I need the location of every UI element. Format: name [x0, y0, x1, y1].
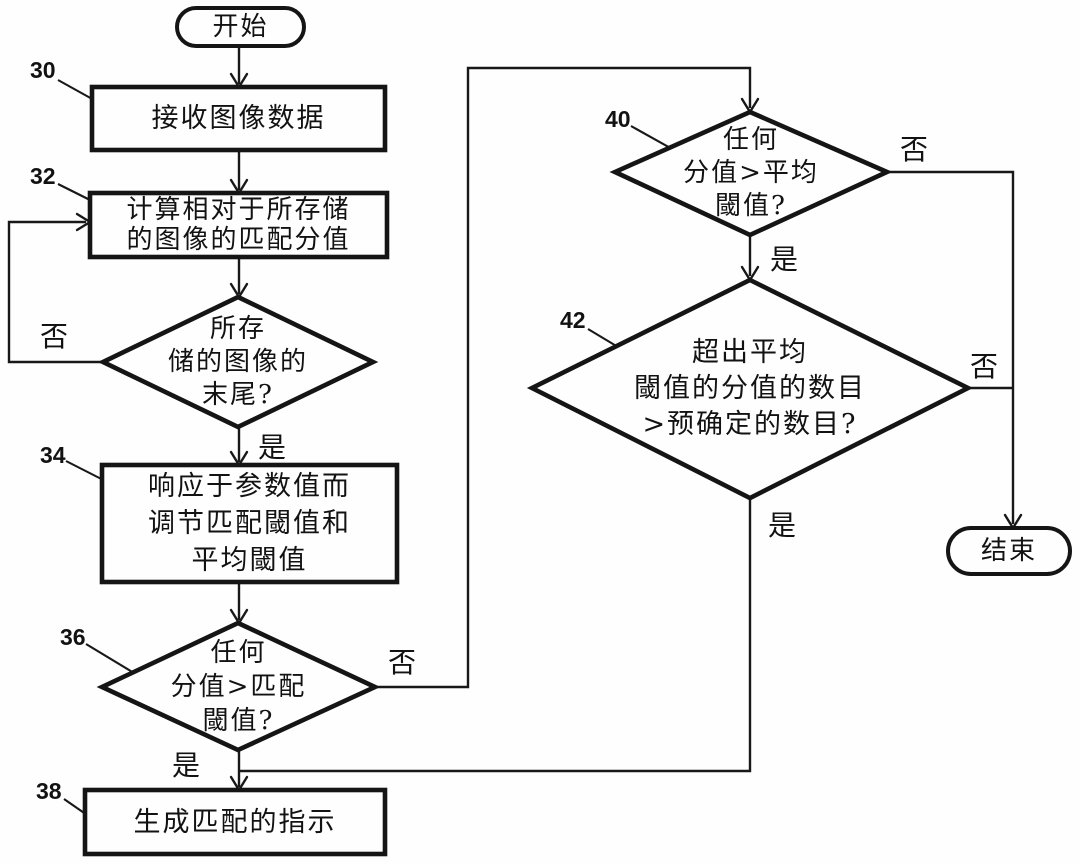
ref-number-32: 32 [30, 163, 56, 189]
ref-number-36: 36 [60, 624, 86, 650]
branch-no-40: 否 [900, 133, 929, 166]
decision-40-label: 任何 分值>平均 閾值? [683, 125, 819, 221]
ref-number-38: 38 [36, 778, 62, 804]
process-32-shape [87, 190, 390, 260]
start-terminal-shape [175, 6, 306, 48]
ref-number-40: 40 [605, 106, 631, 132]
edge-36-no-to-40 [375, 66, 752, 689]
process-30-label: 接收图像数据 [151, 103, 326, 134]
start-terminal-label: 开始 [212, 11, 269, 42]
decision-36-label: 任何 分值>匹配 閾值? [170, 637, 307, 736]
ref-number-34: 34 [40, 442, 66, 468]
branch-no-36: 否 [388, 646, 417, 679]
branch-yes-42: 是 [768, 509, 797, 542]
ref-number-30: 30 [30, 57, 56, 83]
process-30-shape [89, 84, 388, 153]
decision-40-shape [609, 109, 893, 238]
branch-yes-end-of-images: 是 [258, 431, 287, 464]
branch-yes-36: 是 [172, 749, 201, 782]
process-38-label: 生成匹配的指示 [133, 806, 337, 838]
process-34-label: 响应于参数值而 调节匹配閾值和 平均閾值 [148, 471, 351, 576]
process-32-label: 计算相对于所存储 的图像的匹配分值 [126, 195, 351, 255]
process-34-shape [99, 462, 400, 585]
decision-42-shape [526, 277, 974, 501]
branch-no-end-of-images: 否 [40, 320, 69, 353]
edge-diamond-no-loop [7, 220, 103, 364]
edge-42-yes-to-38 [239, 498, 752, 773]
decision-42-label: 超出平均 閾值的分值的数目 >预确定的数目? [634, 337, 866, 440]
branch-no-42: 否 [970, 350, 999, 383]
decision-36-shape [96, 620, 381, 753]
end-terminal-shape [946, 526, 1072, 576]
decision-end-of-images-label: 所存 储的图像的 末尾? [167, 313, 308, 410]
branch-yes-40: 是 [770, 243, 799, 276]
process-38-shape [82, 787, 388, 857]
leader-36 [85, 643, 135, 674]
decision-end-of-images-shape [97, 294, 379, 430]
end-terminal-label: 结束 [980, 535, 1037, 566]
ref-number-42: 42 [560, 307, 586, 333]
edge-40-no-to-end [887, 170, 1015, 524]
